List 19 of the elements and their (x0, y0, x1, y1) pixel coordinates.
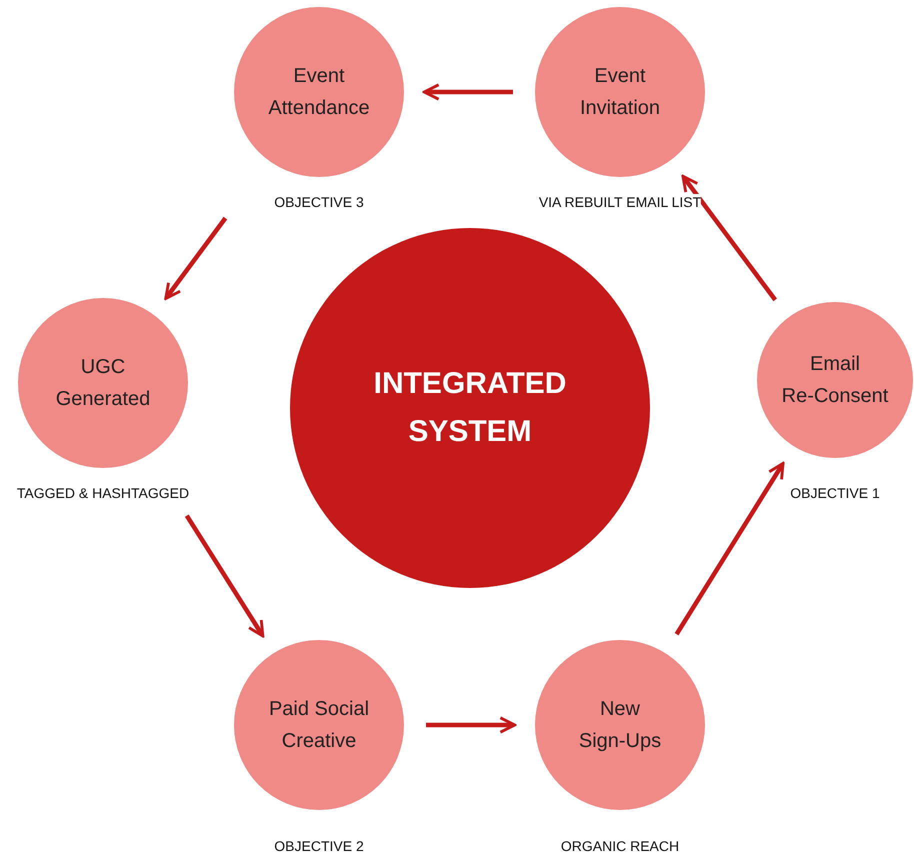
node-label: Email Re-Consent (780, 352, 890, 409)
arrow (426, 716, 516, 734)
node-label: UGC Generated (54, 355, 152, 412)
arrow (674, 462, 784, 636)
node-label: Paid Social Creative (268, 697, 370, 754)
arrow (681, 174, 777, 302)
arrow (184, 514, 264, 638)
node-caption: ORGANIC REACH (560, 838, 680, 854)
node-label: New Sign-Ups (578, 697, 662, 754)
center-title: INTEGRATED SYSTEM (372, 366, 568, 450)
node-caption: OBJECTIVE 2 (274, 838, 364, 854)
node-caption: TAGGED & HASHTAGGED (16, 485, 190, 501)
node-label: Event Attendance (267, 64, 371, 121)
node-caption: OBJECTIVE 3 (274, 194, 364, 210)
node-caption: OBJECTIVE 1 (790, 485, 880, 501)
node-label: Event Invitation (578, 64, 662, 121)
arrow (164, 216, 228, 300)
arrow (422, 83, 513, 101)
node-caption: VIA REBUILT EMAIL LIST (538, 194, 702, 210)
